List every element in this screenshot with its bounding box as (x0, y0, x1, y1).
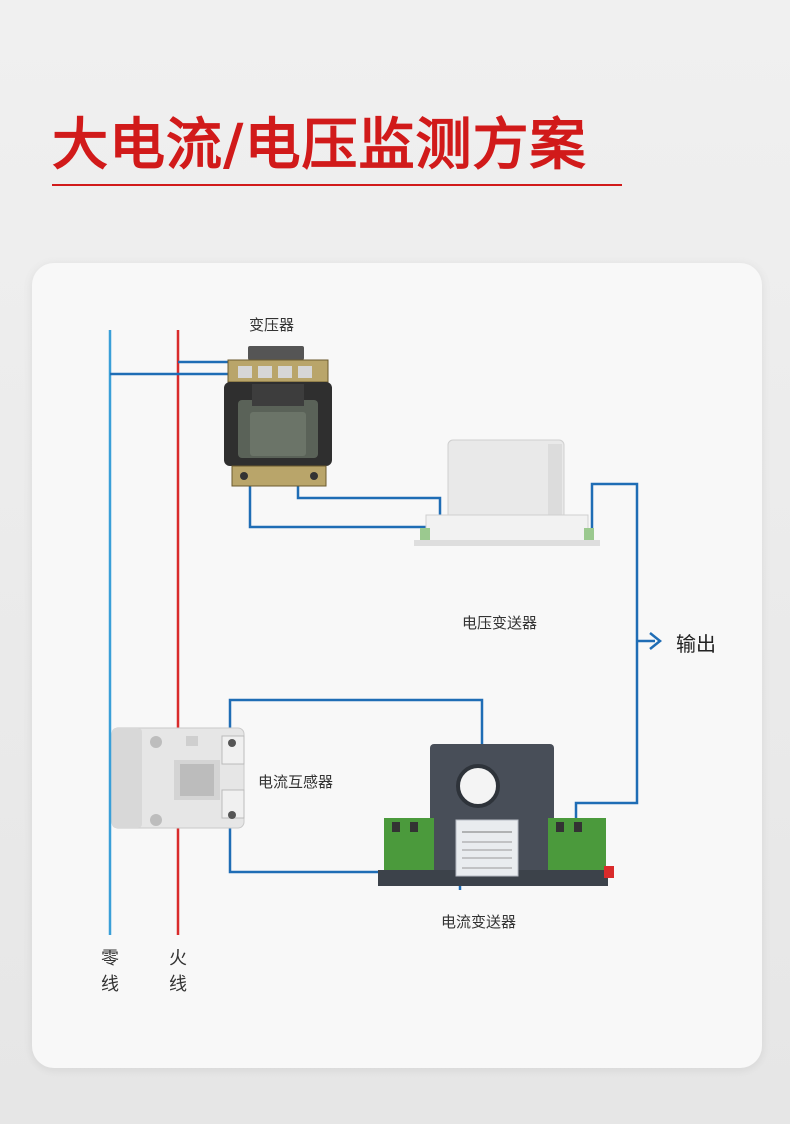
output-arrow-head (649, 632, 663, 650)
voltage-transmitter-device (414, 439, 600, 546)
live-line-label: 火线 (169, 948, 187, 995)
current-transmitter-device (378, 744, 614, 886)
transformer-device (224, 346, 332, 487)
page-title: 大电流/电压监测方案 (52, 113, 587, 178)
neutral-line-label: 零线 (101, 948, 119, 995)
transformer-out-wire-1 (248, 480, 427, 536)
voltage-output-wire (574, 482, 639, 822)
voltage-transmitter-label: 电压变送器 (462, 614, 538, 632)
transformer-label: 变压器 (249, 316, 295, 334)
transformer-out-wire-2 (296, 480, 442, 518)
output-label: 输出 (676, 632, 716, 656)
title-underline (52, 184, 622, 186)
current-transformer-device (111, 727, 245, 829)
ct-loop-wire-top (228, 698, 484, 745)
diagram-card (32, 263, 762, 1068)
current-transmitter-label: 电流变送器 (441, 913, 517, 931)
current-transformer-label: 电流互感器 (258, 773, 334, 791)
